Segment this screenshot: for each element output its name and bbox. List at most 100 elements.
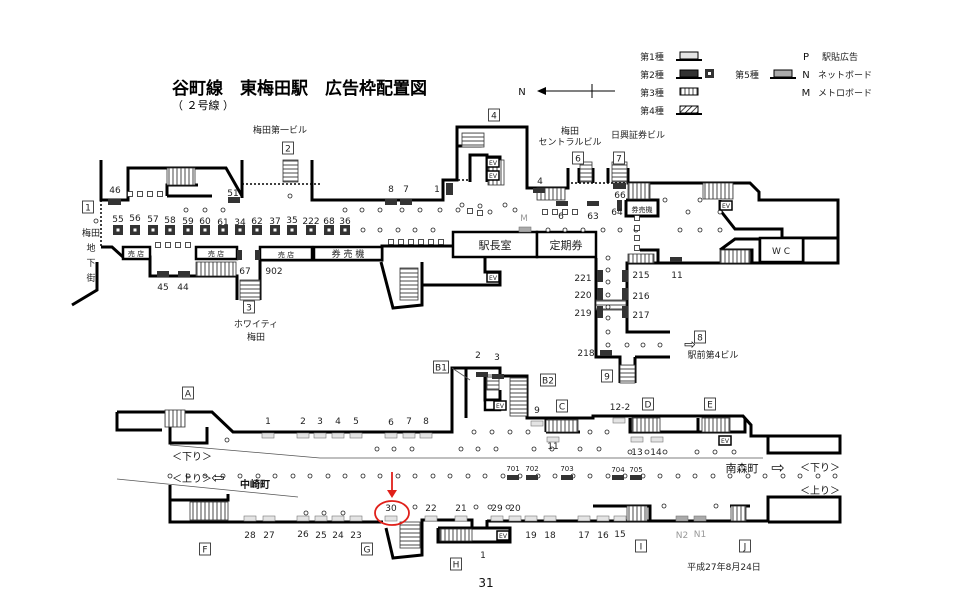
exit-3-marker[interactable]: 3	[243, 300, 255, 314]
type1-ad-frame[interactable]	[384, 432, 398, 439]
type1-ad-frame[interactable]	[296, 432, 310, 439]
exit-e-marker[interactable]: E	[704, 397, 716, 411]
exit-b2-marker[interactable]: B2	[540, 373, 556, 387]
exit-6-marker[interactable]: 6	[572, 151, 584, 165]
type1-ad-frame[interactable]	[349, 515, 363, 522]
exit-4-marker[interactable]: 4	[488, 108, 500, 122]
type1-ad-frame[interactable]	[454, 515, 468, 522]
type2-ad-frame[interactable]	[597, 288, 603, 300]
type1-ad-frame[interactable]	[314, 515, 328, 522]
type1-ad-frame[interactable]	[331, 432, 345, 439]
type2-ad-frame[interactable]	[622, 288, 628, 300]
ad-number-label: 63	[587, 212, 598, 222]
place-name: 梅田	[82, 227, 100, 239]
stairs-icon	[631, 417, 661, 433]
type2-ad-frame[interactable]	[561, 475, 573, 480]
exit-i-marker[interactable]: I	[635, 539, 647, 553]
exit-7-marker[interactable]: 7	[613, 151, 625, 165]
type1-ad-frame[interactable]	[650, 436, 664, 443]
exit-a-marker[interactable]: A	[182, 386, 194, 400]
ad-number-label: 1	[434, 185, 440, 195]
exit-b1-marker[interactable]: B1	[433, 360, 449, 374]
type1-ad-frame[interactable]	[313, 432, 327, 439]
exit-d-marker[interactable]: D	[642, 397, 654, 411]
ad-number-label: 221	[574, 274, 591, 284]
type2-ad-frame[interactable]	[237, 250, 242, 260]
ad-number-label: 16	[597, 531, 609, 541]
type1-ad-frame[interactable]	[419, 432, 433, 439]
type5-ad-frame[interactable]	[518, 226, 532, 233]
type1-ad-frame[interactable]	[577, 515, 591, 522]
type1-ad-frame[interactable]	[612, 417, 626, 424]
exit-2-marker[interactable]: 2	[282, 141, 294, 155]
type1-ad-frame[interactable]	[331, 515, 345, 522]
type2-ad-frame[interactable]	[157, 271, 169, 277]
type1-ad-frame[interactable]	[543, 515, 557, 522]
type1-ad-frame[interactable]	[424, 515, 438, 522]
type2-ad-frame[interactable]	[400, 199, 412, 205]
type2-ad-frame[interactable]	[613, 183, 626, 189]
exit-f-marker[interactable]: F	[199, 542, 211, 556]
type5-ad-frame[interactable]	[693, 515, 707, 522]
type1-ad-frame[interactable]	[402, 432, 416, 439]
type1-ad-frame[interactable]	[546, 436, 560, 443]
type1-ad-frame[interactable]	[261, 432, 275, 439]
type2-ad-frame[interactable]	[622, 306, 628, 318]
type2-ad-frame[interactable]	[630, 475, 642, 480]
type5-ad-frame[interactable]	[675, 515, 689, 522]
type1-ad-frame[interactable]	[349, 432, 363, 439]
exit-9-marker[interactable]: 9	[601, 369, 613, 383]
panel-center	[151, 228, 155, 232]
type2-ad-frame[interactable]	[385, 199, 397, 205]
type1-ad-frame[interactable]	[384, 515, 398, 522]
exit-h-marker[interactable]: H	[450, 557, 462, 571]
marker-icon	[127, 191, 133, 197]
type1-ad-frame[interactable]	[613, 515, 627, 522]
type2-ad-frame[interactable]	[446, 183, 453, 195]
type1-ad-frame[interactable]	[596, 515, 610, 522]
type2-ad-frame[interactable]	[597, 306, 603, 318]
legend-code-n-label: ネットボード	[818, 70, 872, 81]
type3-symbol-icon	[679, 87, 699, 96]
type2-ad-frame[interactable]	[108, 199, 121, 205]
exit-1-marker[interactable]: 1	[82, 200, 94, 214]
legend-type3-label: 第3種	[640, 87, 664, 99]
type2-ad-frame[interactable]	[597, 270, 603, 282]
type2-ad-frame[interactable]	[533, 188, 545, 193]
type2-ad-frame[interactable]	[622, 270, 628, 282]
pillar-icon	[605, 267, 611, 273]
type2-ad-frame[interactable]	[670, 257, 682, 262]
type2-ad-frame[interactable]	[556, 201, 568, 206]
type2-ad-frame[interactable]	[617, 200, 622, 211]
type1-ad-frame[interactable]	[262, 515, 276, 522]
type1-ad-frame[interactable]	[524, 515, 538, 522]
place-name: 駅前第4ビル	[688, 349, 739, 361]
type2-ad-frame[interactable]	[492, 374, 504, 379]
exit-c-marker[interactable]: C	[556, 399, 568, 413]
type1-ad-frame[interactable]	[243, 515, 257, 522]
exit-8-marker[interactable]: 8	[694, 330, 706, 344]
type2-ad-frame[interactable]	[178, 271, 190, 277]
direction-up-right: ＜上り＞	[800, 485, 840, 497]
exit-j-marker[interactable]: J	[739, 539, 751, 553]
type1-ad-frame[interactable]	[508, 515, 522, 522]
stairs-icon	[509, 377, 528, 417]
type2-ad-frame[interactable]	[507, 475, 519, 480]
type1-ad-frame[interactable]	[490, 515, 504, 522]
pillar-icon	[685, 209, 691, 215]
type2-ad-frame[interactable]	[228, 197, 240, 203]
type1-ad-frame[interactable]	[296, 515, 310, 522]
exit-g-marker[interactable]: G	[361, 542, 373, 556]
ad-number-label: 37	[269, 217, 280, 227]
type2-ad-frame[interactable]	[600, 350, 612, 356]
type1-ad-frame[interactable]	[630, 436, 644, 443]
ad-number-label: 8	[388, 185, 394, 195]
type2-ad-frame[interactable]	[476, 372, 488, 377]
pillar-icon	[605, 304, 611, 310]
type2-ad-frame[interactable]	[587, 201, 599, 206]
type2-ad-frame[interactable]	[255, 250, 260, 260]
type2-ad-frame[interactable]	[526, 475, 538, 480]
marker-icon	[428, 239, 434, 245]
type2-ad-frame[interactable]	[612, 475, 624, 480]
type1-ad-frame[interactable]	[530, 420, 544, 427]
